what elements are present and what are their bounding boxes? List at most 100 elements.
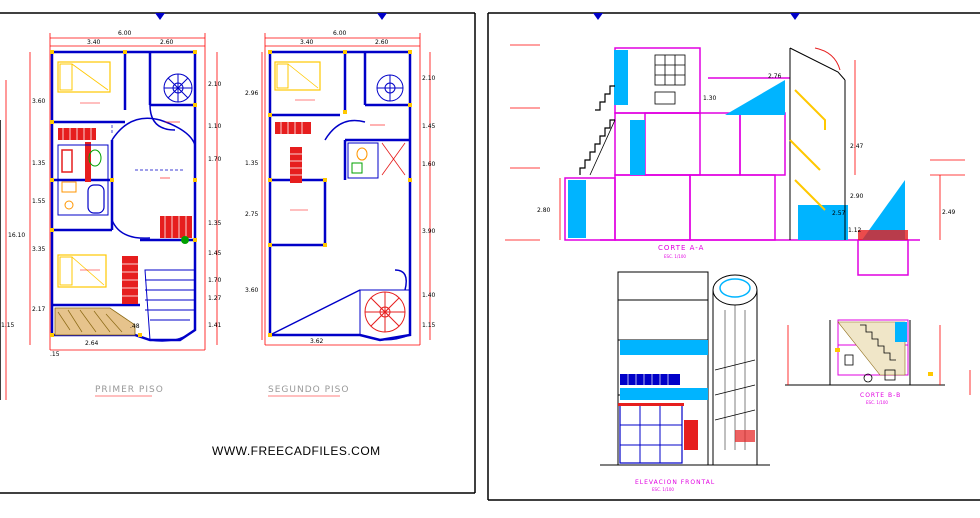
front-elevation: ELEVACION FRONTAL ESC. 1/100 xyxy=(600,271,770,492)
elevation-red-accent xyxy=(735,430,755,442)
section-a-a: 2.76 1.30 2.47 2.90 2.80 2.57 2.49 1.12 … xyxy=(505,44,965,276)
section-aa-roof-curve xyxy=(814,47,841,71)
section-bb-structure xyxy=(785,320,945,386)
plan2-dim-left-2: 1.35 xyxy=(245,160,259,167)
plan2-spiral-stair-bottom xyxy=(364,291,406,333)
plan1-dim-right-1: 2.10 xyxy=(208,81,222,88)
plan2-dim-right-1: 2.10 xyxy=(422,75,436,82)
section-aa-dim-4: 2.90 xyxy=(850,193,864,200)
plan1-dim-right-6: 1.70 xyxy=(208,277,222,284)
section-bb-yellow-marks xyxy=(835,348,933,376)
section-bb-hatched-panel xyxy=(837,321,906,376)
plan2-dim-top-total: 6.00 xyxy=(333,30,347,37)
section-aa-dim-7: 2.49 xyxy=(942,209,956,216)
plan2-columns xyxy=(268,50,412,337)
plan2-bathroom xyxy=(347,142,406,179)
section-bb-glazing xyxy=(895,322,907,342)
plan2-dim-top-b: 2.60 xyxy=(375,39,389,46)
plan2-dim-right-2: 1.45 xyxy=(422,123,436,130)
plan1-dim-right-5: 1.45 xyxy=(208,250,222,257)
section-bb-fixtures xyxy=(844,354,896,383)
plan2-walls xyxy=(268,50,412,342)
section-aa-footing xyxy=(858,230,908,240)
section-aa-shelf xyxy=(654,54,686,105)
plan2-dim-left-1: 2.96 xyxy=(245,90,259,97)
section-bb-stair xyxy=(860,324,896,361)
section-aa-scale: ESC. 1/100 xyxy=(664,254,686,259)
elevation-scale: ESC. 1/100 xyxy=(652,487,674,492)
floor-plan-2: 6.00 3.40 2.60 2.96 1.35 2.75 3.60 2.10 … xyxy=(245,30,436,397)
frame-markers xyxy=(155,13,800,20)
section-aa-dim-5: 2.80 xyxy=(537,207,551,214)
section-aa-dim-lines xyxy=(505,44,965,241)
elevation-glazing xyxy=(620,340,708,400)
plan2-stairs xyxy=(275,122,311,183)
plan1-dim-right-7: 1.27 xyxy=(208,295,222,302)
section-b-b: CORTE B-B ESC. 1/100 xyxy=(785,319,971,405)
plan2-dim-right-6: 1.15 xyxy=(422,322,436,329)
plan2-dim-left-4: 3.60 xyxy=(245,287,259,294)
plan1-title: PRIMER PISO xyxy=(95,385,164,395)
plan1-dim-left-total: 16.10 xyxy=(8,232,25,239)
section-aa-orange-stair xyxy=(789,89,826,211)
section-aa-glazing xyxy=(568,50,905,240)
plan1-circulation xyxy=(111,125,185,171)
plan1-bathroom xyxy=(57,144,109,216)
section-aa-tower xyxy=(789,47,846,240)
plan1-dim-right-8: 1.41 xyxy=(208,322,222,329)
elevation-title: ELEVACION FRONTAL xyxy=(635,479,715,486)
plan2-room-labels xyxy=(290,99,385,211)
section-aa-dim-1: 2.76 xyxy=(768,73,782,80)
elevation-window-grid xyxy=(618,403,698,464)
plan2-bed xyxy=(274,61,321,91)
plan2-stair-treads xyxy=(280,122,303,176)
plan2-dim-right-3: 1.60 xyxy=(422,161,436,168)
plan1-dimension-lines xyxy=(5,33,218,400)
sheet-frames xyxy=(0,12,980,501)
plan1-dimension-text: 6.00 3.40 2.60 3.60 1.35 1.55 3.35 2.17 … xyxy=(1,30,222,358)
plan1-dim-bottom-2: .15 xyxy=(50,351,60,358)
plan2-spiral-stair-top xyxy=(376,74,404,102)
elevation-tower xyxy=(712,274,758,465)
elevation-tile-band xyxy=(620,374,680,385)
plan1-stair-treads xyxy=(62,128,187,297)
plan1-dim-left-6: 1.15 xyxy=(1,322,15,329)
plan2-curved-walls xyxy=(269,119,407,336)
watermark-text: WWW.FREECADFILES.COM xyxy=(212,444,381,458)
section-aa-black-stair xyxy=(579,85,616,176)
section-bb-scale: ESC. 1/100 xyxy=(866,400,888,405)
floor-plan-1: 6.00 3.40 2.60 3.60 1.35 1.55 3.35 2.17 … xyxy=(1,30,222,400)
plan1-curved-walls xyxy=(111,104,196,239)
plan2-dimension-lines xyxy=(261,33,431,346)
section-aa-dim-8: 1.12 xyxy=(848,227,862,234)
section-aa-dim-6: 2.57 xyxy=(832,210,846,217)
plan2-dim-left-3: 2.75 xyxy=(245,211,259,218)
plan1-dim-left-2: 1.35 xyxy=(32,160,46,167)
plan1-room-labels xyxy=(80,102,180,271)
plan1-dim-right-2: 1.10 xyxy=(208,123,222,130)
plan2-dim-right-5: 1.40 xyxy=(422,292,436,299)
plan1-columns xyxy=(50,50,197,337)
plan1-dim-bottom-1: 2.64 xyxy=(85,340,99,347)
plan1-terrace xyxy=(54,307,136,336)
plan2-title: SEGUNDO PISO xyxy=(268,385,349,395)
plan1-dim-left-3: 1.55 xyxy=(32,198,46,205)
plan1-dim-top-a: 3.40 xyxy=(87,39,101,46)
section-bb-title: CORTE B-B xyxy=(860,392,901,399)
plan1-dim-bottom-3: .48 xyxy=(130,323,140,330)
plan1-bed-top xyxy=(57,61,111,93)
plan2-dim-bottom-1: 3.62 xyxy=(310,338,324,345)
section-aa-dim-2: 1.30 xyxy=(703,95,717,102)
plan2-dimension-text: 6.00 3.40 2.60 2.96 1.35 2.75 3.60 2.10 … xyxy=(245,30,436,345)
plan1-dim-top-total: 6.00 xyxy=(118,30,132,37)
plan1-dim-left-4: 3.35 xyxy=(32,246,46,253)
section-aa-dimension-text: 2.76 1.30 2.47 2.90 2.80 2.57 2.49 1.12 xyxy=(537,73,956,234)
plan2-dim-top-a: 3.40 xyxy=(300,39,314,46)
plan1-dim-left-5: 2.17 xyxy=(32,306,46,313)
plan1-spiral-stair xyxy=(163,73,193,103)
plan1-dim-right-3: 1.70 xyxy=(208,156,222,163)
plan1-dim-right-4: 1.35 xyxy=(208,220,222,227)
plan1-plant xyxy=(181,236,189,244)
plan1-dim-left-1: 3.60 xyxy=(32,98,46,105)
